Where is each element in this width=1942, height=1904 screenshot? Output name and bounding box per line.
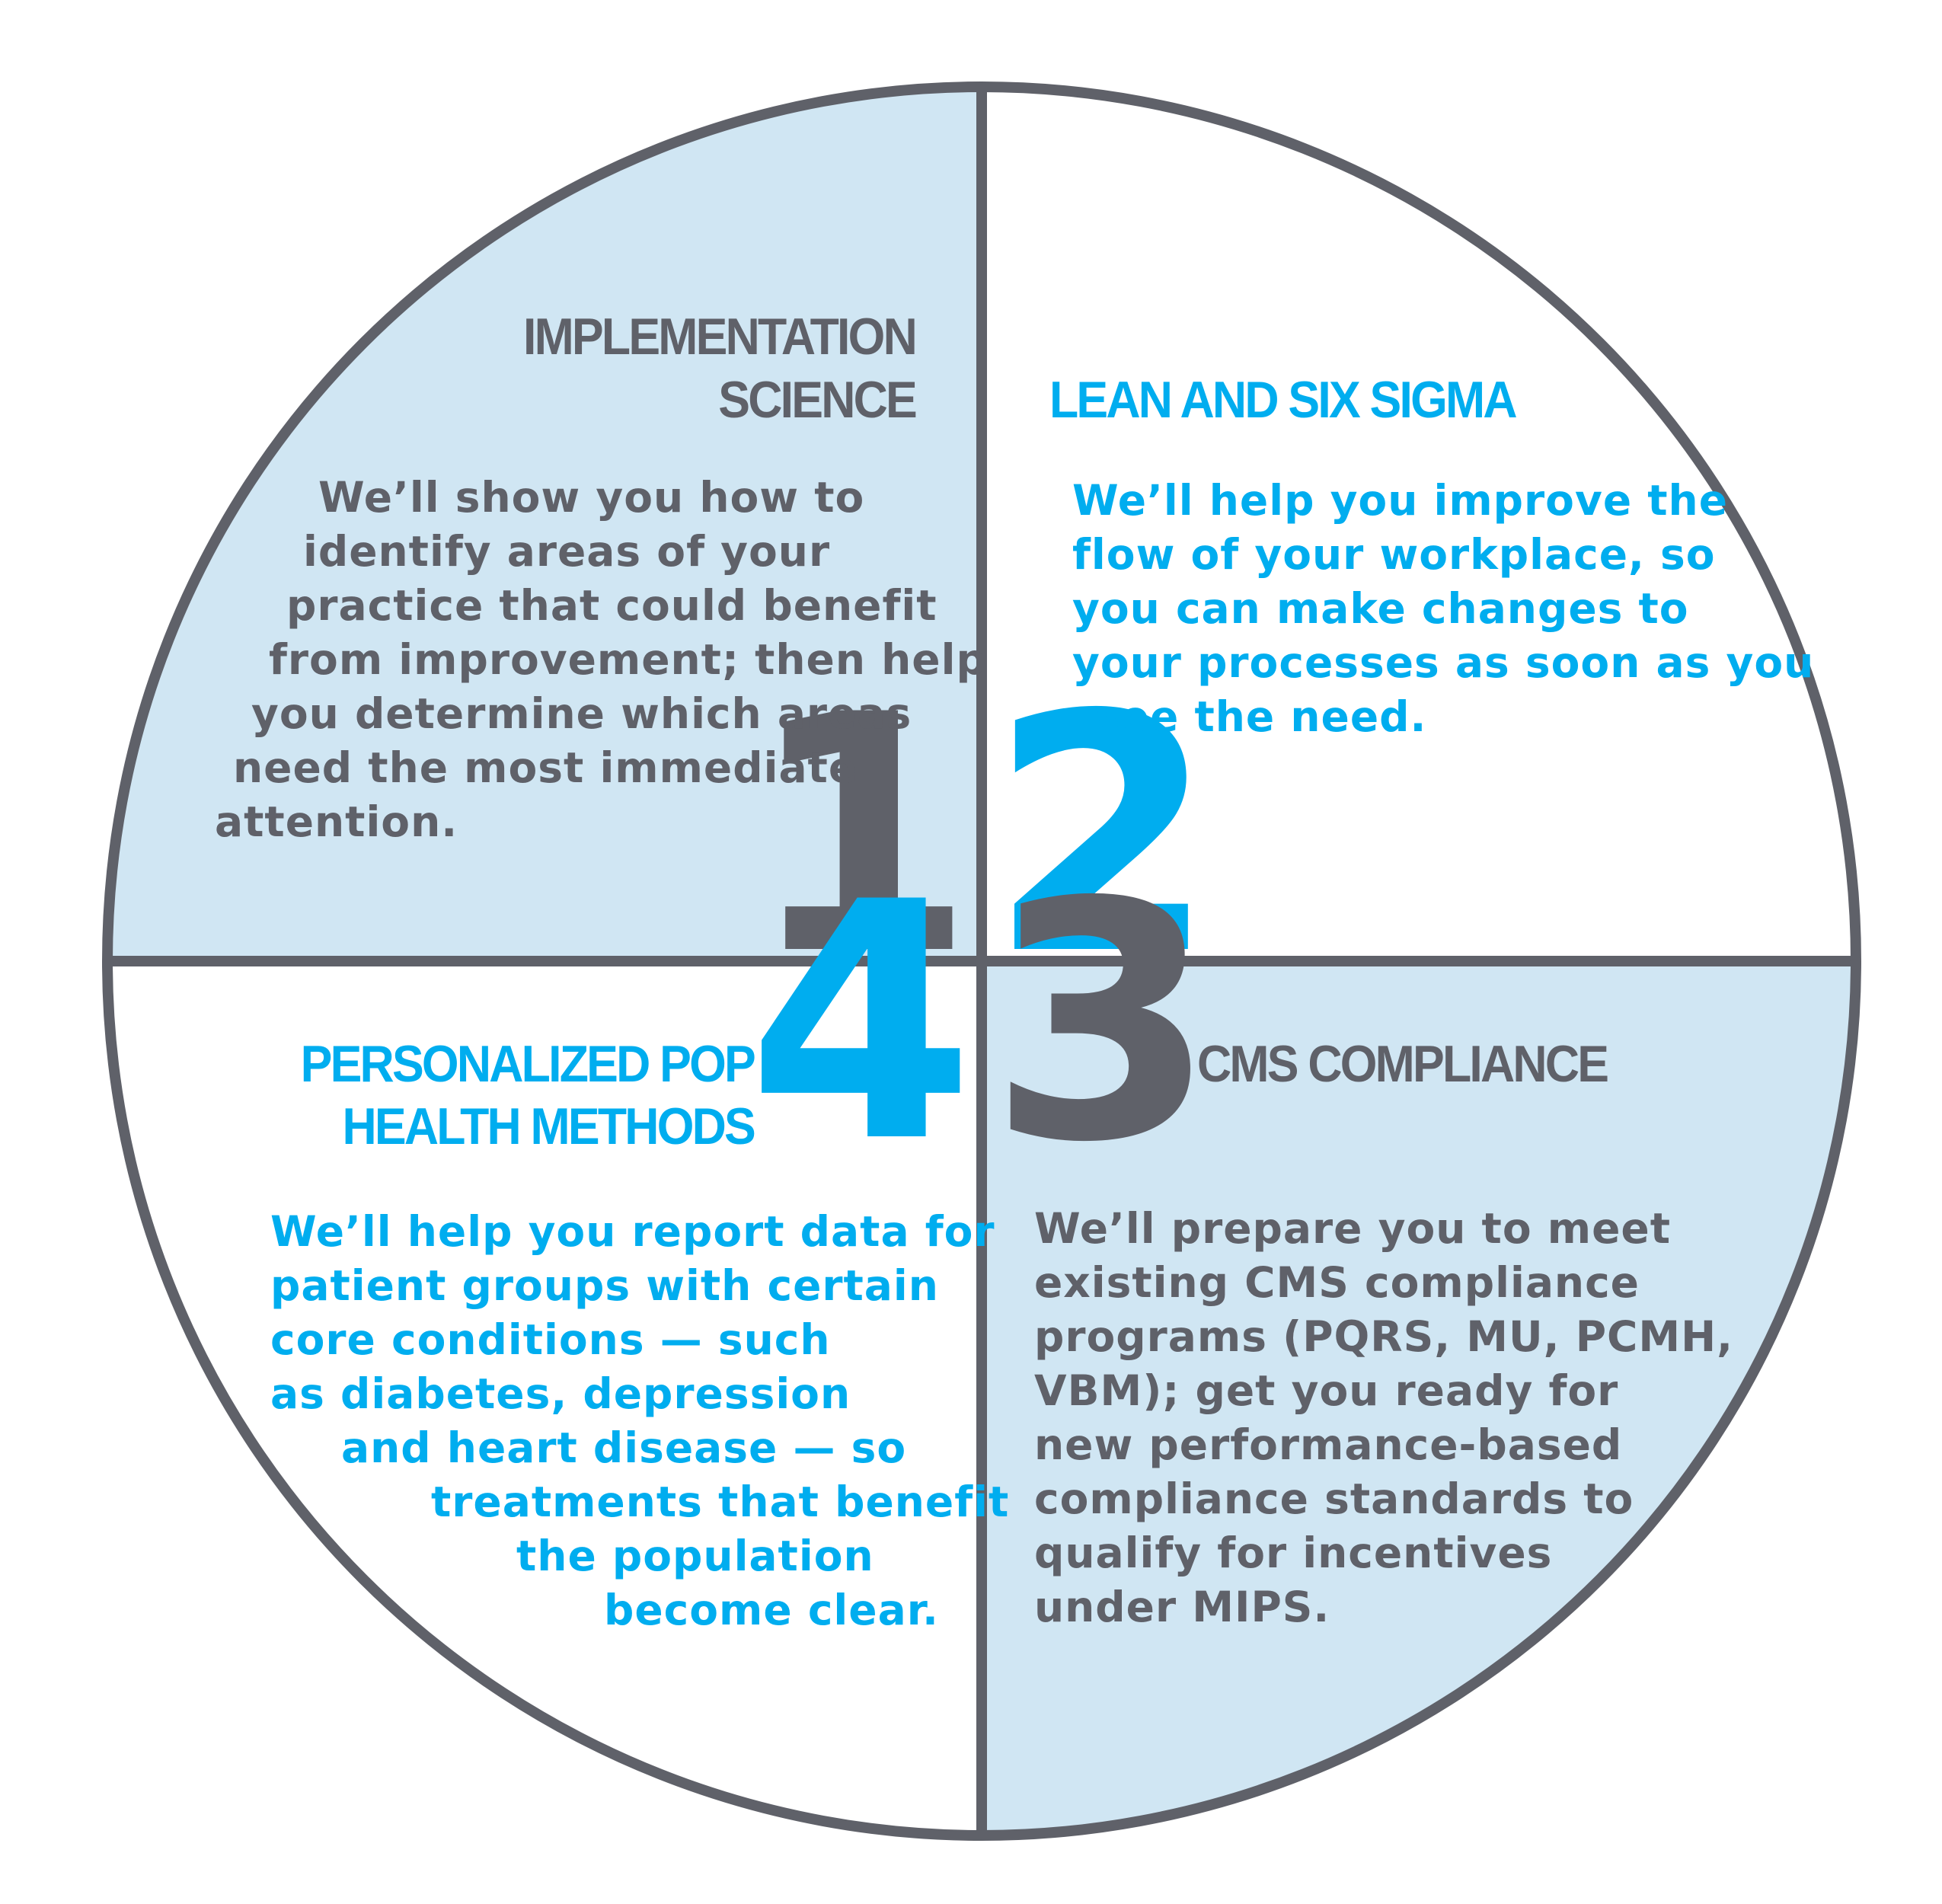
quadrant-3-body-line: compliance standards to <box>1034 1474 1634 1523</box>
quadrant-2-body-line: your processes as soon as you <box>1072 638 1814 687</box>
quadrant-2-body-line: you can make changes to <box>1072 584 1689 633</box>
number-1: 1 <box>747 646 967 1027</box>
quadrant-4-body-line: and heart disease — so <box>341 1423 906 1472</box>
quadrant-1-body-line: need the most immediate <box>233 743 858 792</box>
quadrant-3: CMS COMPLIANCE We’ll prepare you to meet… <box>1034 1035 1733 1631</box>
quadrant-1-body-line: identify areas of your <box>303 527 830 576</box>
quadrant-2: LEAN AND SIX SIGMA We’ll help you improv… <box>1049 371 1814 741</box>
quadrant-1-title-line-2: SCIENCE <box>718 371 916 429</box>
quadrant-4-body-line: We’ll help you report data for <box>270 1207 995 1256</box>
number-3: 3 <box>989 833 1209 1214</box>
outer-circle <box>102 81 1861 1841</box>
quadrant-4-title-line-1: PERSONALIZED POP <box>301 1035 755 1093</box>
quadrant-4-body-line: become clear. <box>604 1586 939 1634</box>
quadrant-3-body-line: existing CMS compliance <box>1034 1258 1640 1307</box>
quadrant-1-body-line: from improvement; then help <box>269 635 987 684</box>
quadrant-2-body-line: We’ll help you improve the <box>1072 476 1728 525</box>
quadrant-4-body-line: patient groups with certain <box>270 1261 939 1310</box>
quadrant-1-title-line-1: IMPLEMENTATION <box>523 308 915 366</box>
quadrant-3-title: CMS COMPLIANCE <box>1197 1035 1608 1093</box>
quadrant-1-body-line: you determine which areas <box>251 689 912 738</box>
number-4: 4 <box>747 833 967 1214</box>
quadrant-3-body-line: programs (PQRS, MU, PCMH, <box>1034 1312 1733 1361</box>
quadrant-3-body-line: new performance-based <box>1034 1420 1622 1469</box>
quadrant-3-body-line: VBM); get you ready for <box>1034 1366 1618 1415</box>
quadrant-1: IMPLEMENTATION SCIENCE We’ll show you ho… <box>215 308 987 846</box>
quadrant-1-body-line: practice that could benefit <box>286 581 937 630</box>
quadrant-4: PERSONALIZED POP HEALTH METHODS We’ll he… <box>270 1035 1009 1634</box>
quadrant-4-body-line: the population <box>516 1532 874 1580</box>
quadrant-4-body-line: as diabetes, depression <box>270 1369 851 1418</box>
quadrant-4-body-line: core conditions — such <box>270 1315 831 1364</box>
quadrant-3-body-line: qualify for incentives <box>1034 1529 1552 1577</box>
quadrant-3-body-line: under MIPS. <box>1034 1583 1330 1631</box>
quadrant-2-body-line: flow of your workplace, so <box>1072 530 1716 579</box>
quadrant-1-body-line: attention. <box>215 797 458 846</box>
number-2: 2 <box>989 646 1209 1027</box>
quadrant-3-body-line: We’ll prepare you to meet <box>1034 1204 1671 1253</box>
quadrant-2-title: LEAN AND SIX SIGMA <box>1049 371 1516 429</box>
quadrant-2-body-line: see the need. <box>1095 692 1426 741</box>
quadrant-4-title-line-2: HEALTH METHODS <box>342 1097 755 1155</box>
quadrant-4-body-line: treatments that benefit <box>431 1478 1009 1526</box>
quadrant-1-body-line: We’ll show you how to <box>318 473 864 522</box>
